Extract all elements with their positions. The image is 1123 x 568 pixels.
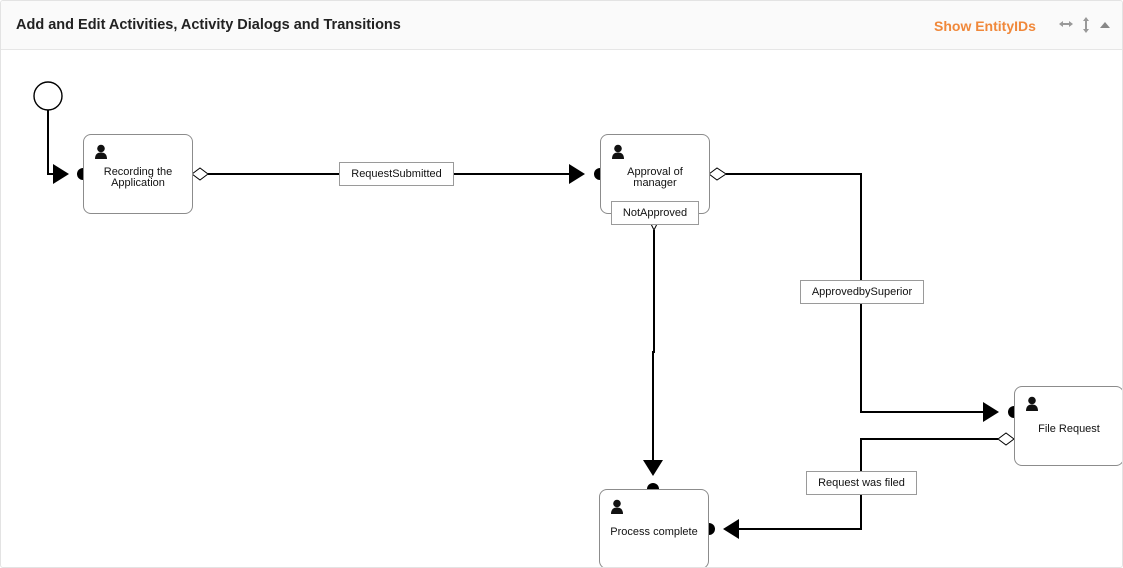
port-dot	[709, 523, 715, 535]
horizontal-resize-icon[interactable]	[1058, 16, 1074, 32]
diamond-port	[708, 167, 727, 181]
panel-header: Add and Edit Activities, Activity Dialog…	[1, 1, 1122, 50]
arrowhead	[983, 402, 999, 422]
arrowhead	[643, 460, 663, 476]
transition-lines	[33, 81, 1015, 539]
transition-label-not-approved[interactable]: NotApproved	[611, 201, 699, 225]
vertical-resize-icon[interactable]	[1079, 16, 1093, 34]
arrowhead	[53, 164, 69, 184]
activity-label-line-1: Approval of	[627, 166, 683, 178]
diamond-port	[191, 167, 209, 181]
transition-label-request-submitted[interactable]: RequestSubmitted	[339, 162, 454, 186]
collapse-up-icon[interactable]	[1098, 18, 1112, 32]
diagram-canvas: Recording the Application Approval of ma…	[1, 50, 1122, 567]
activity-label-line-2: Application	[111, 177, 165, 189]
activity-label-line-2: manager	[633, 177, 677, 189]
user-icon	[95, 144, 107, 159]
user-icon	[612, 144, 624, 159]
arrowhead	[723, 519, 739, 539]
transition-label-approved-by-superior[interactable]: ApprovedbySuperior	[800, 280, 924, 304]
user-icon	[1026, 396, 1038, 411]
activity-recording-the-application[interactable]: Recording the Application	[83, 134, 193, 214]
port-dot	[1008, 406, 1014, 418]
activity-label: File Request	[1038, 423, 1100, 435]
transition-approval-complete[interactable]	[652, 230, 655, 470]
user-icon	[611, 499, 623, 514]
panel-title: Add and Edit Activities, Activity Dialog…	[16, 17, 401, 33]
activity-process-complete[interactable]: Process complete	[599, 489, 709, 567]
port-dot	[647, 483, 659, 489]
diamond-port	[997, 432, 1015, 446]
activity-label: Process complete	[610, 526, 698, 538]
start-event[interactable]	[33, 81, 63, 111]
port-dot	[594, 168, 600, 180]
activity-file-request[interactable]: File Request	[1014, 386, 1122, 466]
show-entity-ids-link[interactable]: Show EntityIDs	[934, 18, 1036, 34]
port-dot	[77, 168, 83, 180]
transition-start-recording[interactable]	[47, 110, 67, 175]
activity-label-line-1: Recording the	[103, 166, 173, 178]
arrowhead	[569, 164, 585, 184]
transition-label-request-was-filed[interactable]: Request was filed	[806, 471, 917, 495]
